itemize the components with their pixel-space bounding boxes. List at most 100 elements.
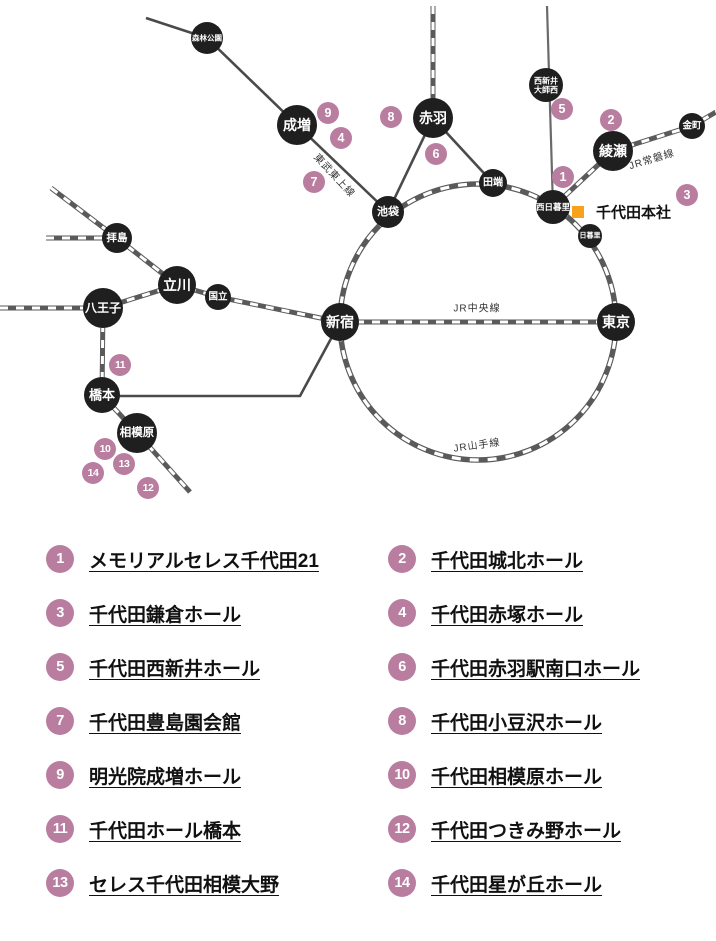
map-badge-11: 11: [109, 354, 131, 376]
hall-link-9[interactable]: 明光院成増ホール: [89, 766, 242, 788]
hall-item-9: 9 明光院成増ホール: [0, 748, 358, 802]
hall-number-badge: 9: [46, 761, 74, 789]
svg-text:西日暮里: 西日暮里: [536, 202, 571, 212]
hall-number-badge: 11: [46, 815, 74, 843]
station-shinjuku: 新宿: [321, 303, 359, 341]
svg-text:立川: 立川: [163, 277, 191, 293]
hall-number-badge: 6: [388, 653, 416, 681]
svg-text:14: 14: [88, 467, 99, 479]
map-badge-2: 2: [600, 109, 622, 131]
svg-text:綾瀬: 綾瀬: [599, 143, 627, 159]
line-joban: [551, 109, 716, 209]
hall-number-badge: 3: [46, 599, 74, 627]
svg-text:拝島: 拝島: [107, 231, 128, 244]
station-hachioji: 八王子: [83, 288, 123, 328]
hall-item-11: 11 千代田ホール橋本: [0, 802, 358, 856]
hall-number-badge: 4: [388, 599, 416, 627]
map-badge-6: 6: [425, 143, 447, 165]
svg-text:池袋: 池袋: [377, 204, 400, 218]
svg-text:4: 4: [338, 131, 345, 145]
svg-text:新宿: 新宿: [326, 314, 354, 330]
svg-text:森林公園: 森林公園: [192, 33, 222, 43]
station-tachikawa: 立川: [158, 266, 196, 304]
hall-number-badge: 13: [46, 869, 74, 897]
line-label-jr-chuo: JR中央線: [453, 302, 500, 315]
svg-text:西新井: 西新井: [534, 76, 558, 86]
hall-item-14: 14 千代田星が丘ホール: [358, 856, 716, 910]
station-narimasu: 成増: [277, 105, 317, 145]
station-nishi-nippori: 西日暮里: [536, 190, 571, 224]
svg-text:田端: 田端: [483, 176, 503, 189]
hall-link-5[interactable]: 千代田西新井ホール: [89, 658, 261, 680]
hall-link-10[interactable]: 千代田相模原ホール: [431, 766, 603, 788]
hall-item-10: 10 千代田相模原ホール: [358, 748, 716, 802]
svg-text:6: 6: [433, 147, 440, 161]
station-nishiarai-daishi-nishi: 西新井 大師西: [529, 68, 563, 102]
hall-item-4: 4 千代田赤塚ホール: [358, 586, 716, 640]
map-badge-13: 13: [113, 453, 135, 475]
svg-text:橋本: 橋本: [89, 388, 115, 403]
hall-number-badge: 7: [46, 707, 74, 735]
map-badge-3: 3: [676, 184, 698, 206]
svg-text:日暮里: 日暮里: [580, 231, 601, 240]
svg-text:5: 5: [559, 102, 566, 116]
station-akabane: 赤羽: [413, 98, 453, 138]
hall-link-2[interactable]: 千代田城北ホール: [431, 550, 584, 572]
svg-text:9: 9: [325, 106, 332, 120]
hall-link-3[interactable]: 千代田鎌倉ホール: [89, 604, 242, 626]
station-kanamachi: 金町: [679, 113, 705, 139]
hall-link-8[interactable]: 千代田小豆沢ホール: [431, 712, 603, 734]
line-keio: [102, 321, 342, 398]
svg-text:2: 2: [608, 113, 615, 127]
hq-marker: 千代田本社: [572, 204, 671, 222]
station-tabata: 田端: [479, 169, 507, 197]
svg-text:10: 10: [100, 443, 111, 455]
line-label-jr-joban: JR常磐線: [627, 146, 676, 172]
svg-text:金町: 金町: [681, 120, 702, 132]
hall-item-1: 1 メモリアルセレス千代田21: [0, 532, 358, 586]
hq-orange-square-icon: [572, 206, 584, 218]
hall-link-1[interactable]: メモリアルセレス千代田21: [89, 550, 319, 572]
svg-text:1: 1: [560, 170, 567, 184]
svg-text:国立: 国立: [208, 291, 228, 303]
hall-number-badge: 1: [46, 545, 74, 573]
svg-text:7: 7: [311, 175, 318, 189]
hall-list: 1 メモリアルセレス千代田21 2 千代田城北ホール 3 千代田鎌倉ホール 4 …: [0, 520, 716, 910]
hall-link-13[interactable]: セレス千代田相模大野: [89, 874, 280, 896]
svg-text:成増: 成増: [283, 117, 311, 133]
hall-item-13: 13 セレス千代田相模大野: [0, 856, 358, 910]
map-badge-9: 9: [317, 102, 339, 124]
map-badge-1: 1: [552, 166, 574, 188]
hall-number-badge: 10: [388, 761, 416, 789]
hall-link-12[interactable]: 千代田つきみ野ホール: [431, 820, 622, 842]
hall-item-8: 8 千代田小豆沢ホール: [358, 694, 716, 748]
map-badge-4: 4: [330, 127, 352, 149]
hall-item-12: 12 千代田つきみ野ホール: [358, 802, 716, 856]
map-badge-5: 5: [551, 98, 573, 120]
hall-link-6[interactable]: 千代田赤羽駅南口ホール: [431, 658, 641, 680]
hall-link-7[interactable]: 千代田豊島園会館: [89, 712, 242, 734]
hall-link-4[interactable]: 千代田赤塚ホール: [431, 604, 584, 626]
station-tokyo: 東京: [597, 303, 635, 341]
svg-text:相模原: 相模原: [120, 425, 155, 439]
map-badge-7: 7: [303, 171, 325, 193]
svg-text:11: 11: [115, 359, 126, 371]
svg-text:赤羽: 赤羽: [419, 110, 447, 126]
hall-number-badge: 8: [388, 707, 416, 735]
line-nishiarai: [545, 5, 555, 208]
line-tobu-tojo: [145, 16, 389, 213]
hall-number-badge: 12: [388, 815, 416, 843]
hall-number-badge: 5: [46, 653, 74, 681]
station-kunitachi: 国立: [205, 284, 231, 310]
map-badge-14: 14: [82, 462, 104, 484]
station-ayase: 綾瀬: [593, 131, 633, 171]
map-badge-8: 8: [380, 106, 402, 128]
svg-text:12: 12: [143, 482, 154, 494]
hall-link-11[interactable]: 千代田ホール橋本: [89, 820, 242, 842]
station-haijima: 拝島: [102, 223, 132, 253]
station-hashimoto: 橋本: [84, 377, 120, 413]
station-nippori: 日暮里: [578, 224, 602, 248]
hall-link-14[interactable]: 千代田星が丘ホール: [431, 874, 603, 896]
station-shinrin-koen: 森林公園: [191, 22, 223, 54]
hall-item-3: 3 千代田鎌倉ホール: [0, 586, 358, 640]
